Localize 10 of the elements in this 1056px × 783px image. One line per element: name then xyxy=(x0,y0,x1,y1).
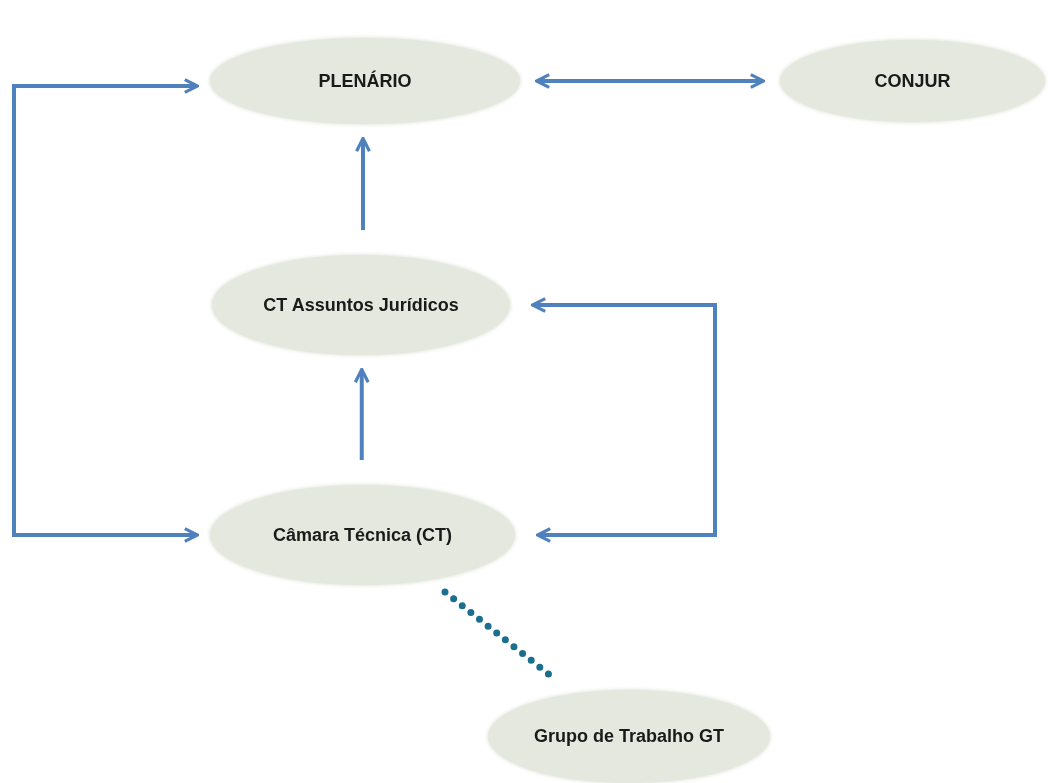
node-label: Grupo de Trabalho GT xyxy=(534,725,724,749)
node-label: CT Assuntos Jurídicos xyxy=(263,293,459,317)
arrow xyxy=(530,297,717,543)
node-label: PLENÁRIO xyxy=(318,69,412,93)
arrow xyxy=(534,73,766,89)
node-label: CONJUR xyxy=(874,69,951,93)
arrow xyxy=(355,136,371,230)
arrow xyxy=(353,367,370,460)
node-label: Câmara Técnica (CT) xyxy=(272,523,453,547)
arrow xyxy=(12,78,200,543)
